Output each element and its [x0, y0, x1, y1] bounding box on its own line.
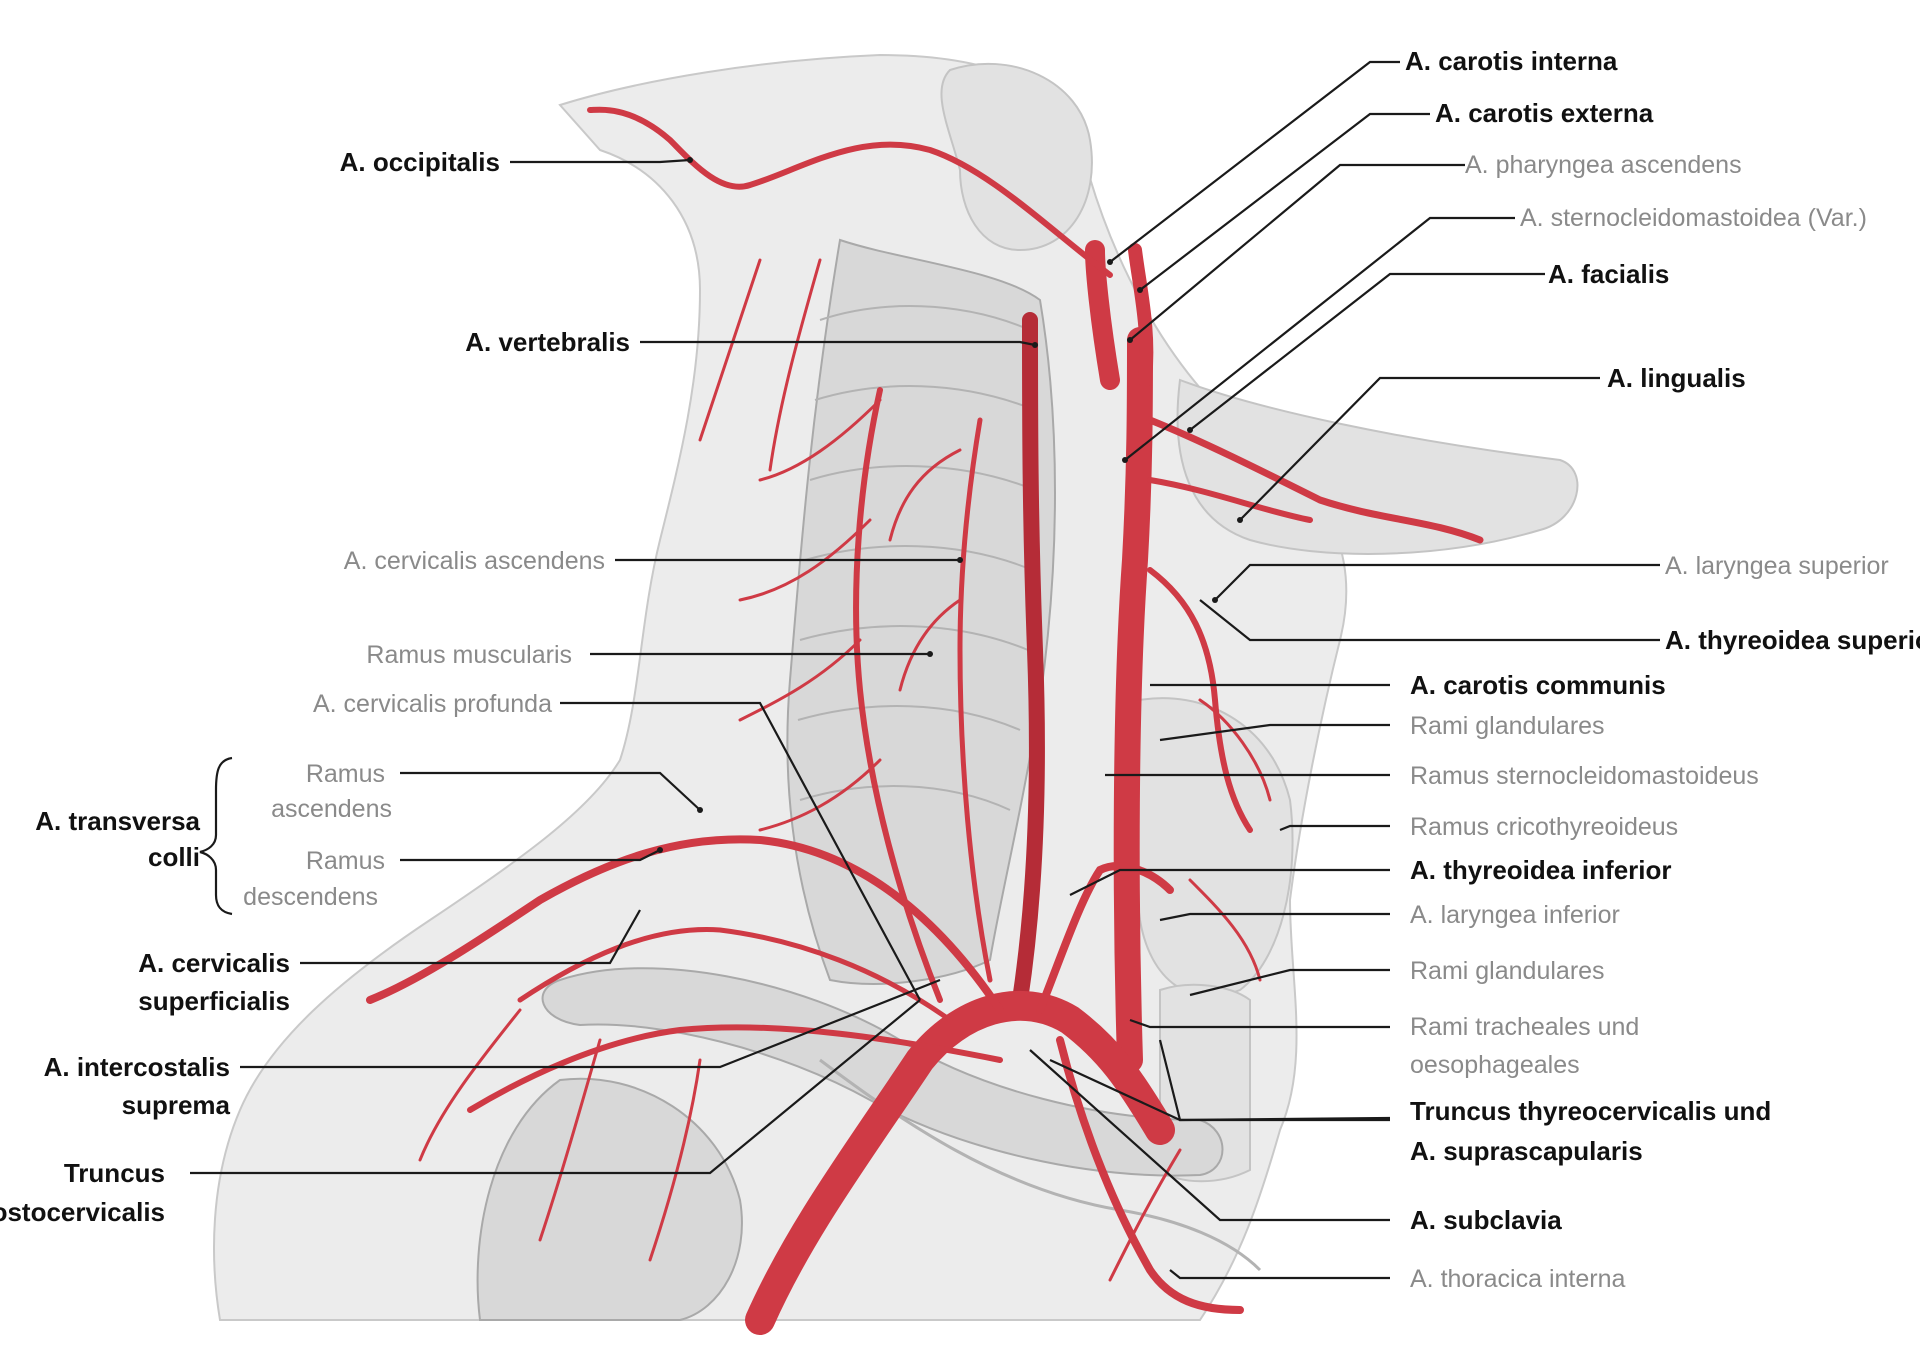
label-thyreoidea-superior: A. thyreoidea superior — [1665, 625, 1920, 655]
label-carotis-externa: A. carotis externa — [1435, 98, 1654, 128]
label-transversa-colli-1: A. transversa — [35, 806, 200, 836]
deep-cervical-artery — [853, 387, 943, 1003]
label-sternocleidomastoidea-var: A. sternocleidomastoidea (Var.) — [1520, 204, 1867, 232]
internal-carotid-artery — [1085, 240, 1120, 390]
label-ramus-cricothyreoideus: Ramus cricothyreoideus — [1410, 813, 1678, 841]
vertebral-artery — [1012, 312, 1045, 1008]
vertebrae — [797, 305, 1036, 811]
label-truncus-thyreocervicalis-1: Truncus thyreocervicalis und — [1410, 1096, 1771, 1126]
label-laryngea-superior: A. laryngea superior — [1665, 552, 1889, 580]
label-thoracica-interna: A. thoracica interna — [1410, 1265, 1625, 1293]
label-vertebralis: A. vertebralis — [465, 327, 630, 357]
label-lingualis: A. lingualis — [1607, 363, 1746, 393]
label-truncus-costocervicalis-1: Truncus — [64, 1158, 165, 1188]
label-rami-glandulares-1: Rami glandulares — [1410, 712, 1605, 740]
facial-artery — [1146, 416, 1484, 544]
label-ramus-descendens-1: Ramus — [306, 847, 385, 875]
label-ramus-muscularis: Ramus muscularis — [366, 641, 572, 669]
label-occipitalis: A. occipitalis — [340, 147, 500, 177]
label-pharyngea-ascendens: A. pharyngea ascendens — [1465, 151, 1742, 179]
label-cervicalis-ascendens: A. cervicalis ascendens — [344, 547, 605, 575]
humeral-head — [476, 1077, 743, 1321]
label-subclavia: A. subclavia — [1410, 1205, 1562, 1235]
label-intercostalis-suprema-2: suprema — [122, 1090, 231, 1120]
label-thyreoidea-inferior: A. thyreoidea inferior — [1410, 855, 1672, 885]
external-carotid-artery — [1128, 243, 1154, 387]
label-rami-tracheales-2: oesophageales — [1410, 1051, 1580, 1079]
jaw — [1176, 378, 1579, 555]
label-cervicalis-profunda: A. cervicalis profunda — [313, 690, 552, 718]
lingual-artery — [1147, 477, 1313, 523]
label-truncus-thyreocervicalis-2: A. suprascapularis — [1410, 1136, 1643, 1166]
labels-left: A. occipitalis A. vertebralis A. cervica… — [0, 147, 630, 1227]
suprascapular-artery — [467, 1024, 1003, 1113]
anatomy-illustration — [213, 53, 1579, 1321]
transversa-colli-brace — [199, 756, 233, 916]
label-cervicalis-superficialis-2: superficialis — [138, 986, 290, 1016]
label-transversa-colli-2: colli — [148, 842, 200, 872]
label-ramus-descendens-2: descendens — [243, 883, 378, 911]
leader-lines-left — [190, 158, 1036, 1175]
subclavian-artery — [745, 991, 1175, 1335]
label-truncus-costocervicalis-2: costocervicalis — [0, 1197, 165, 1227]
label-carotis-communis: A. carotis communis — [1410, 670, 1666, 700]
label-laryngea-inferior: A. laryngea inferior — [1410, 901, 1620, 929]
label-facialis: A. facialis — [1548, 259, 1669, 289]
label-cervicalis-superficialis-1: A. cervicalis — [138, 948, 290, 978]
internal-thoracic-artery — [1056, 1036, 1244, 1314]
small-branches — [418, 258, 1272, 1282]
label-rami-tracheales-1: Rami tracheales und — [1410, 1013, 1639, 1041]
label-rami-glandulares-2: Rami glandulares — [1410, 957, 1605, 985]
leader-lines-right — [1029, 60, 1660, 1280]
label-intercostalis-suprema-1: A. intercostalis — [44, 1052, 230, 1082]
labels-right: A. carotis interna A. carotis externa A.… — [1405, 46, 1920, 1293]
ear — [940, 62, 1093, 252]
label-carotis-interna: A. carotis interna — [1405, 46, 1618, 76]
clavicle — [541, 967, 1224, 1177]
arteries — [366, 106, 1484, 1335]
label-ramus-sternocleidomastoideus: Ramus sternocleidomastoideus — [1410, 762, 1759, 790]
ascending-cervical-artery — [957, 417, 993, 983]
common-carotid-artery — [1113, 327, 1153, 1073]
inferior-thyroid-artery — [1036, 862, 1174, 1014]
superior-thyroid-artery — [1147, 567, 1253, 833]
leader-dots — [657, 157, 1243, 853]
label-ramus-ascendens-1: Ramus — [306, 760, 385, 788]
occipital-artery — [587, 106, 1113, 278]
label-ramus-ascendens-2: ascendens — [271, 795, 392, 823]
